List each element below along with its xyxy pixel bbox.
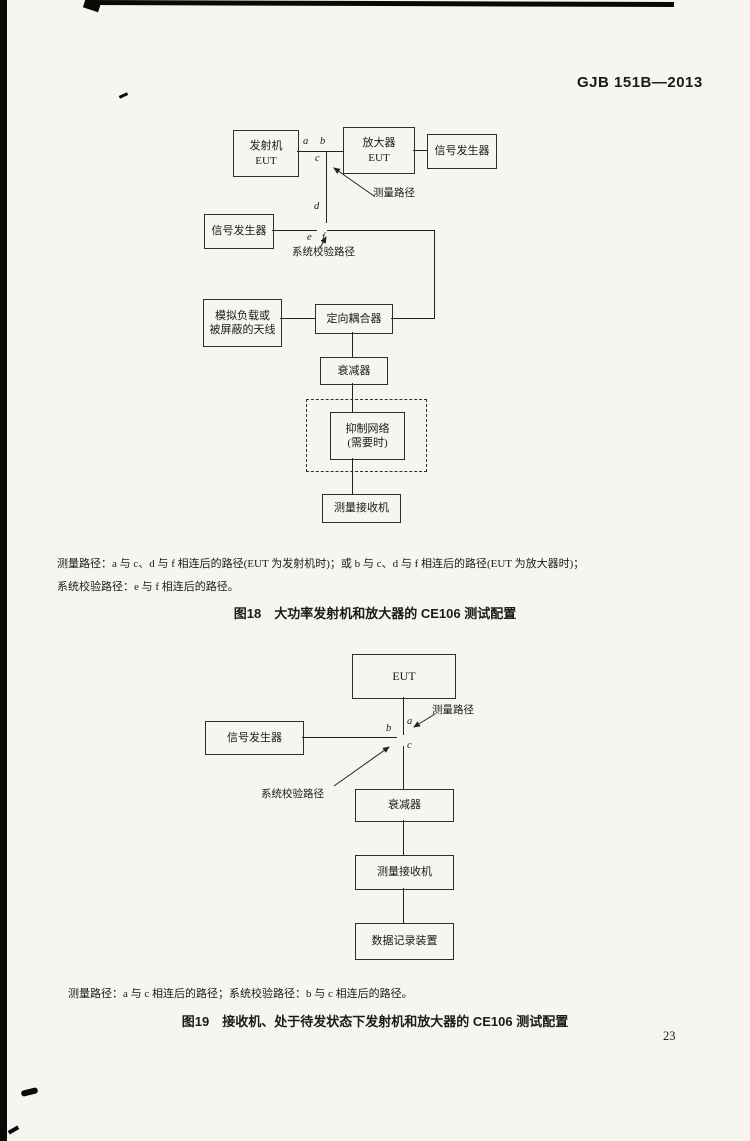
- point-label-b: b: [386, 723, 392, 734]
- box-directional-coupler: 定向耦合器: [315, 304, 393, 334]
- system-check-path-arrow: [319, 236, 327, 249]
- connector-line: [413, 150, 427, 151]
- box-signal-generator: 信号发生器: [205, 721, 304, 755]
- figure18-title: 图18 大功率发射机和放大器的 CE106 测试配置: [233, 606, 517, 621]
- scan-artifact-bottom-blob: [20, 1087, 39, 1097]
- system-check-path-label: 系统校验路径: [261, 789, 324, 800]
- point-label-a: a: [303, 136, 309, 147]
- box-transmitter-eut: 发射机 EUT: [233, 130, 299, 177]
- box-data-recorder: 数据记录装置: [355, 923, 454, 960]
- figure19-caption: 测量路径：a 与 c 相连后的路径；系统校验路径：b 与 c 相连后的路径。: [68, 988, 413, 1000]
- connector-line: [326, 152, 327, 223]
- connector-line: [352, 332, 353, 357]
- point-label-b: b: [320, 136, 326, 147]
- connector-line: [302, 737, 397, 738]
- box-simulated-load: 模拟负载或 被屏蔽的天线: [203, 299, 282, 347]
- box-rejection-network: 抑制网络 (需要时): [330, 412, 405, 460]
- figure18-caption-line2: 系统校验路径：e 与 f 相连后的路径。: [57, 581, 239, 593]
- connector-line: [403, 697, 404, 735]
- point-label-a: a: [407, 716, 413, 727]
- measurement-path-label: 测量路径: [432, 705, 474, 716]
- box-measurement-receiver: 测量接收机: [355, 855, 454, 890]
- scan-artifact-top-bar: [85, 0, 674, 8]
- connector-line: [297, 151, 343, 152]
- scan-artifact-bottom-tick: [7, 1125, 20, 1135]
- scan-artifact-dash: [118, 92, 129, 99]
- connector-line: [280, 318, 315, 319]
- point-label-e: e: [307, 232, 312, 243]
- connector-line: [272, 230, 317, 231]
- connector-line: [327, 230, 435, 231]
- rejection-network-dashed-outline: [306, 399, 427, 472]
- measurement-path-arrow: [333, 167, 375, 197]
- system-check-path-label: 系统校验路径: [292, 247, 355, 258]
- box-signal-generator-left: 信号发生器: [204, 214, 274, 249]
- system-check-path-arrow: [333, 746, 390, 787]
- scan-artifact-top-blob: [82, 0, 102, 13]
- page-number: 23: [663, 1029, 676, 1043]
- figure19-title: 图19 接收机、处于待发状态下发射机和放大器的 CE106 测试配置: [181, 1014, 569, 1029]
- box-measurement-receiver: 测量接收机: [322, 494, 401, 523]
- scan-artifact-left-bar: [0, 0, 7, 1141]
- connector-line: [403, 746, 404, 789]
- measurement-path-label: 测量路径: [373, 188, 415, 199]
- connector-line: [391, 318, 435, 319]
- point-label-c: c: [315, 153, 320, 164]
- point-label-d: d: [314, 201, 320, 212]
- connector-line: [434, 230, 435, 319]
- figure18-caption-line1: 测量路径：a 与 c、d 与 f 相连后的路径(EUT 为发射机时)；或 b 与…: [57, 558, 585, 570]
- connector-line: [352, 458, 353, 494]
- box-attenuator: 衰减器: [355, 789, 454, 822]
- box-signal-generator-top: 信号发生器: [427, 134, 497, 169]
- connector-line: [403, 820, 404, 855]
- box-eut: EUT: [352, 654, 456, 699]
- measurement-path-arrow: [413, 713, 436, 728]
- connector-line: [403, 888, 404, 923]
- box-attenuator: 衰减器: [320, 357, 388, 385]
- point-label-c: c: [407, 740, 412, 751]
- connector-line: [352, 383, 353, 412]
- standard-number: GJB 151B—2013: [577, 74, 703, 91]
